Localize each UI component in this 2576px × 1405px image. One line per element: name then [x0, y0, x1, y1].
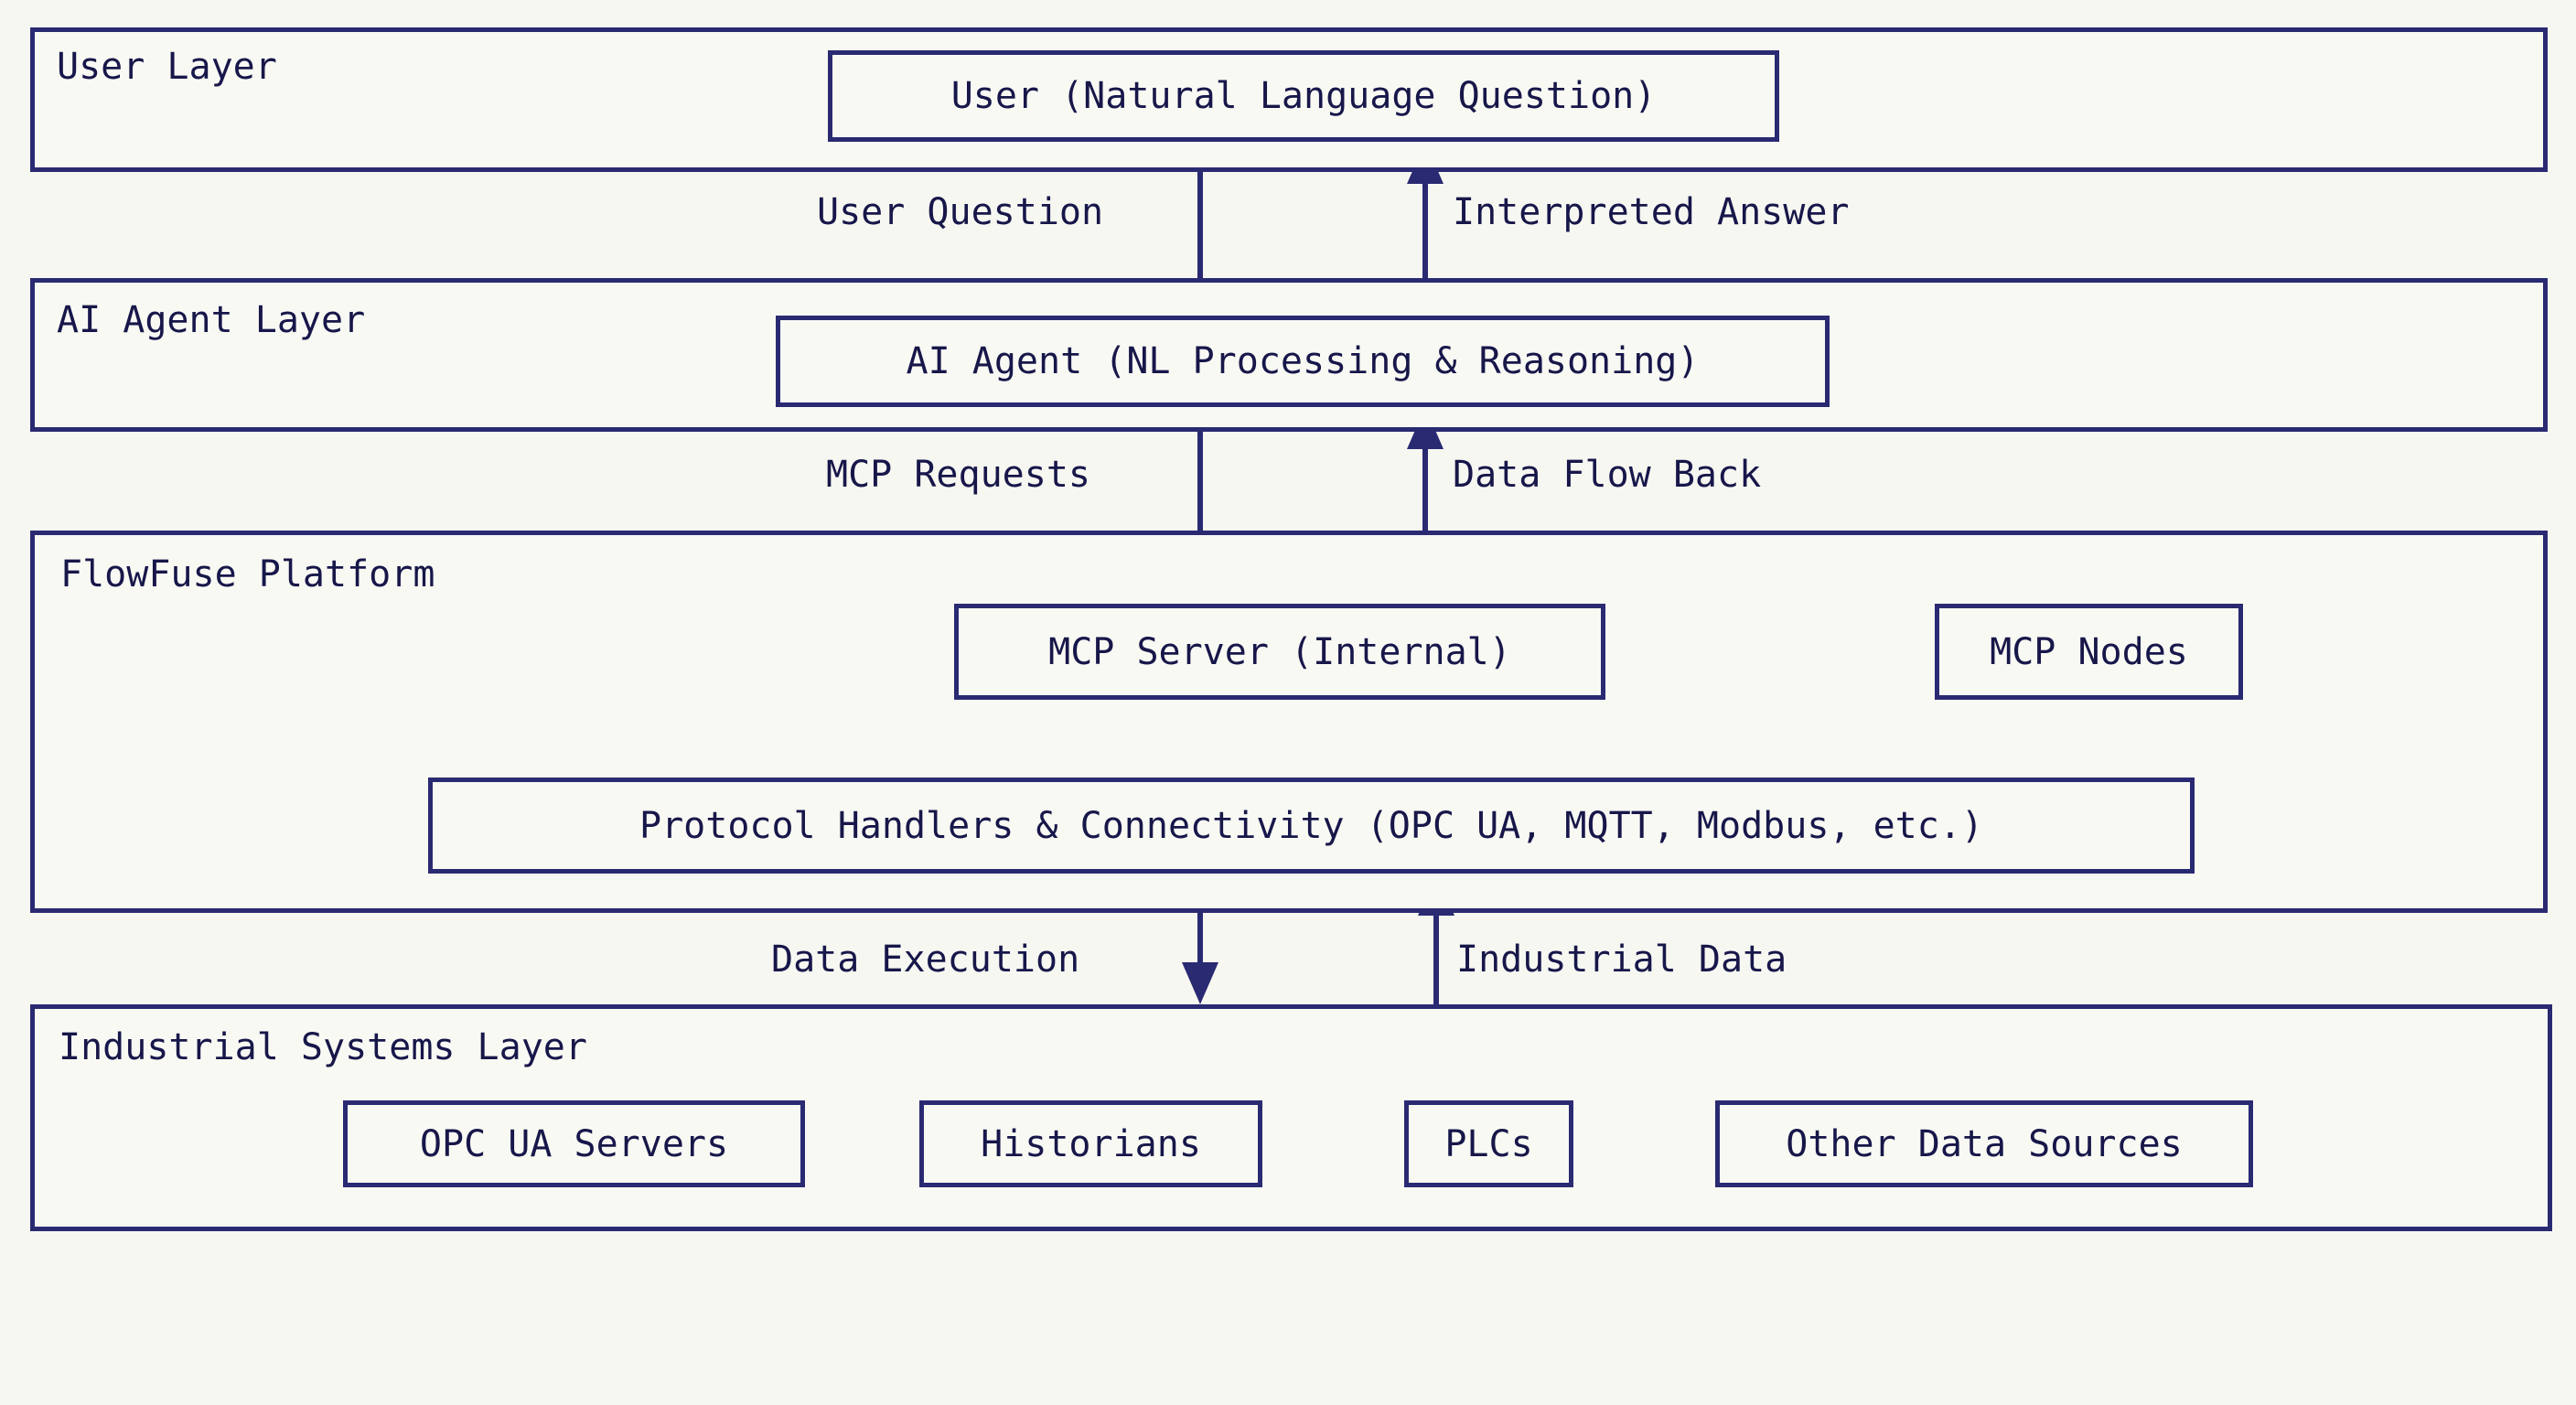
node-historians-label: Historians: [981, 1122, 1201, 1165]
edge-label-data-execution: Data Execution: [771, 938, 1080, 981]
node-historians[interactable]: Historians: [919, 1100, 1262, 1187]
edge-label-interpreted-answer: Interpreted Answer: [1453, 191, 1850, 233]
layer-industrial-title: Industrial Systems Layer: [59, 1026, 587, 1068]
node-protocol-handlers[interactable]: Protocol Handlers & Connectivity (OPC UA…: [428, 778, 2195, 874]
edge-label-user-question: User Question: [817, 191, 1104, 233]
edge-label-mcp-requests: MCP Requests: [826, 454, 1090, 496]
node-user-label: User (Natural Language Question): [950, 75, 1657, 117]
layer-user-title: User Layer: [57, 46, 277, 88]
node-protocol-handlers-label: Protocol Handlers & Connectivity (OPC UA…: [639, 804, 1983, 847]
layer-flowfuse-title: FlowFuse Platform: [60, 553, 435, 595]
node-mcp-server[interactable]: MCP Server (Internal): [954, 604, 1605, 700]
node-opc-ua-servers[interactable]: OPC UA Servers: [343, 1100, 805, 1187]
node-plcs[interactable]: PLCs: [1404, 1100, 1573, 1187]
node-plcs-label: PLCs: [1444, 1122, 1533, 1165]
node-mcp-server-label: MCP Server (Internal): [1048, 630, 1511, 673]
node-mcp-nodes-label: MCP Nodes: [1990, 630, 2188, 673]
node-user[interactable]: User (Natural Language Question): [828, 50, 1779, 142]
layer-ai-agent-title: AI Agent Layer: [57, 299, 366, 341]
node-opc-ua-servers-label: OPC UA Servers: [419, 1122, 729, 1165]
node-other-data-sources-label: Other Data Sources: [1786, 1122, 2183, 1165]
edge-label-data-flow-back: Data Flow Back: [1453, 454, 1762, 496]
node-ai-agent[interactable]: AI Agent (NL Processing & Reasoning): [776, 316, 1830, 407]
edge-label-industrial-data: Industrial Data: [1456, 938, 1787, 981]
node-mcp-nodes[interactable]: MCP Nodes: [1935, 604, 2243, 700]
node-ai-agent-label: AI Agent (NL Processing & Reasoning): [906, 340, 1700, 382]
node-other-data-sources[interactable]: Other Data Sources: [1715, 1100, 2253, 1187]
